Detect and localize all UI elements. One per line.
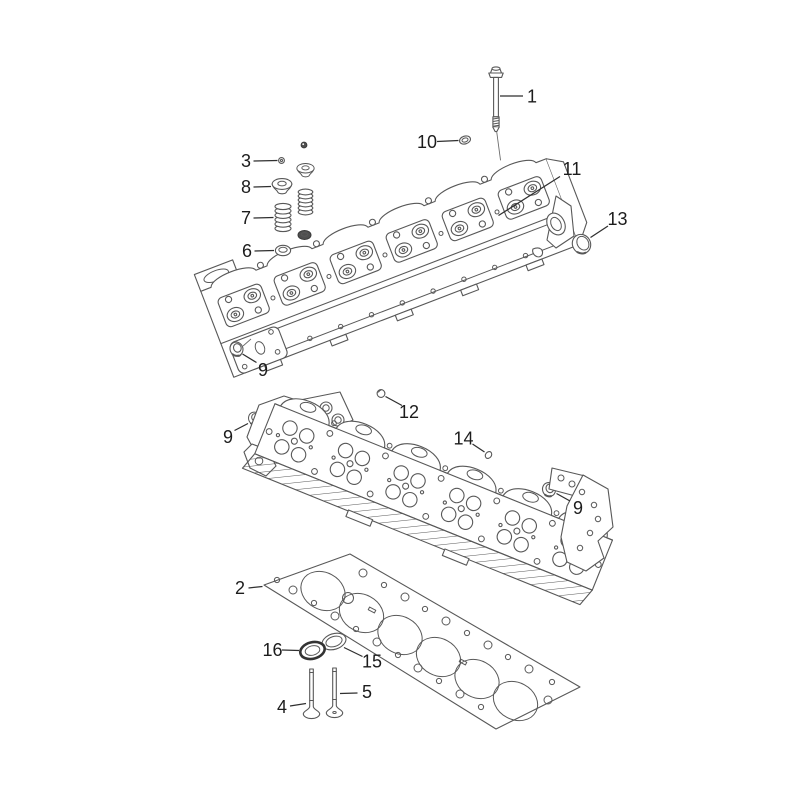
callout-12: 12 bbox=[399, 402, 419, 422]
dowel-pin bbox=[484, 451, 493, 459]
callout-7: 7 bbox=[241, 208, 251, 228]
callout-14: 14 bbox=[453, 429, 473, 449]
callout-8: 8 bbox=[241, 177, 251, 197]
valve-intake bbox=[302, 668, 321, 720]
callout-3: 3 bbox=[241, 151, 251, 171]
spring-retainer-dup bbox=[296, 163, 315, 178]
callout-5: 5 bbox=[362, 682, 372, 702]
valve-spring-dup bbox=[297, 188, 314, 216]
callout-10: 10 bbox=[417, 132, 437, 152]
spring-seat bbox=[274, 244, 292, 257]
head-right-end bbox=[548, 467, 614, 572]
head-gasket bbox=[263, 553, 581, 730]
valve-keeper bbox=[278, 157, 285, 164]
callout-15: 15 bbox=[362, 652, 382, 672]
bolt-washer bbox=[458, 135, 472, 145]
spring-retainer bbox=[271, 178, 293, 195]
leader-lines bbox=[234, 95, 609, 707]
cylinder-head-assembled bbox=[193, 158, 588, 378]
valve-seat-exhaust bbox=[299, 640, 326, 661]
valve-exhaust bbox=[325, 667, 344, 719]
callout-9c: 9 bbox=[573, 498, 583, 518]
ccore-plug bbox=[571, 233, 592, 255]
callout-labels: 1 10 3 8 7 6 11 13 9 9 9 12 14 2 16 15 4… bbox=[223, 87, 628, 718]
spring-seat-dup bbox=[297, 230, 312, 240]
callout-11: 11 bbox=[563, 159, 582, 179]
callout-13: 13 bbox=[607, 209, 627, 229]
valve-spring bbox=[274, 202, 292, 233]
callout-1: 1 bbox=[527, 87, 537, 107]
cylinder-head-bare bbox=[241, 391, 614, 606]
head-right-end-boss bbox=[532, 195, 575, 258]
callout-6: 6 bbox=[242, 241, 252, 261]
valve-keeper-dup bbox=[300, 141, 308, 149]
callout-2: 2 bbox=[235, 578, 245, 598]
cylinder-head-bolt bbox=[488, 66, 504, 161]
callout-16: 16 bbox=[262, 640, 282, 660]
check-ball bbox=[376, 389, 386, 398]
callout-9a: 9 bbox=[258, 360, 268, 380]
callout-4: 4 bbox=[277, 697, 287, 717]
callout-9b: 9 bbox=[223, 427, 233, 447]
